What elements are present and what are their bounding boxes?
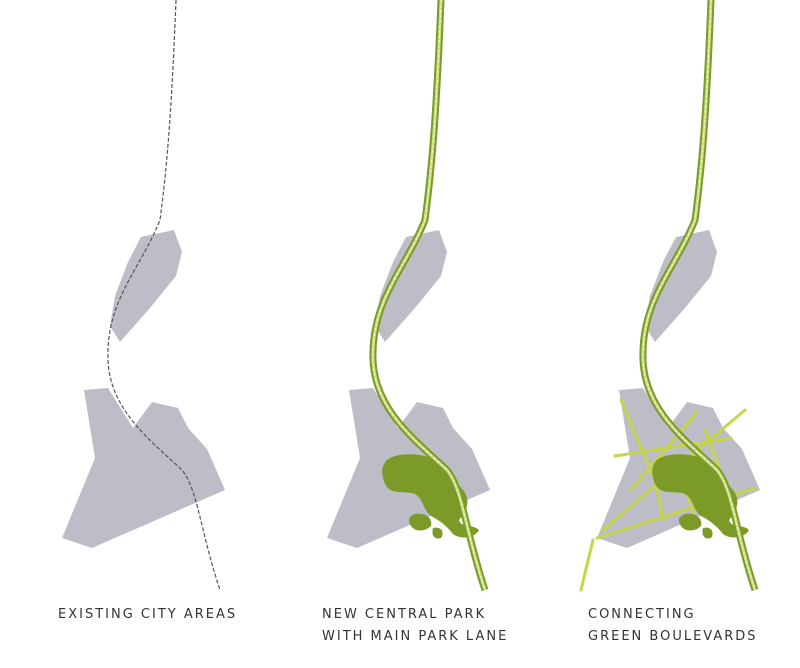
caption-existing: EXISTING CITY AREAS xyxy=(58,604,237,626)
caption-line: CONNECTING xyxy=(588,607,696,622)
caption-line: NEW CENTRAL PARK xyxy=(322,607,487,622)
city-areas xyxy=(62,230,225,548)
panel-park xyxy=(327,0,490,590)
panel-boulevards xyxy=(579,0,760,590)
panel-existing xyxy=(62,0,225,591)
caption-park: NEW CENTRAL PARK WITH MAIN PARK LANE xyxy=(322,604,508,648)
caption-boulevards: CONNECTING GREEN BOULEVARDS xyxy=(588,604,758,648)
caption-line: EXISTING CITY AREAS xyxy=(58,607,238,622)
caption-line: GREEN BOULEVARDS xyxy=(588,629,758,644)
caption-line: WITH MAIN PARK LANE xyxy=(322,629,509,644)
central-park xyxy=(382,454,479,539)
central-park xyxy=(652,454,749,539)
